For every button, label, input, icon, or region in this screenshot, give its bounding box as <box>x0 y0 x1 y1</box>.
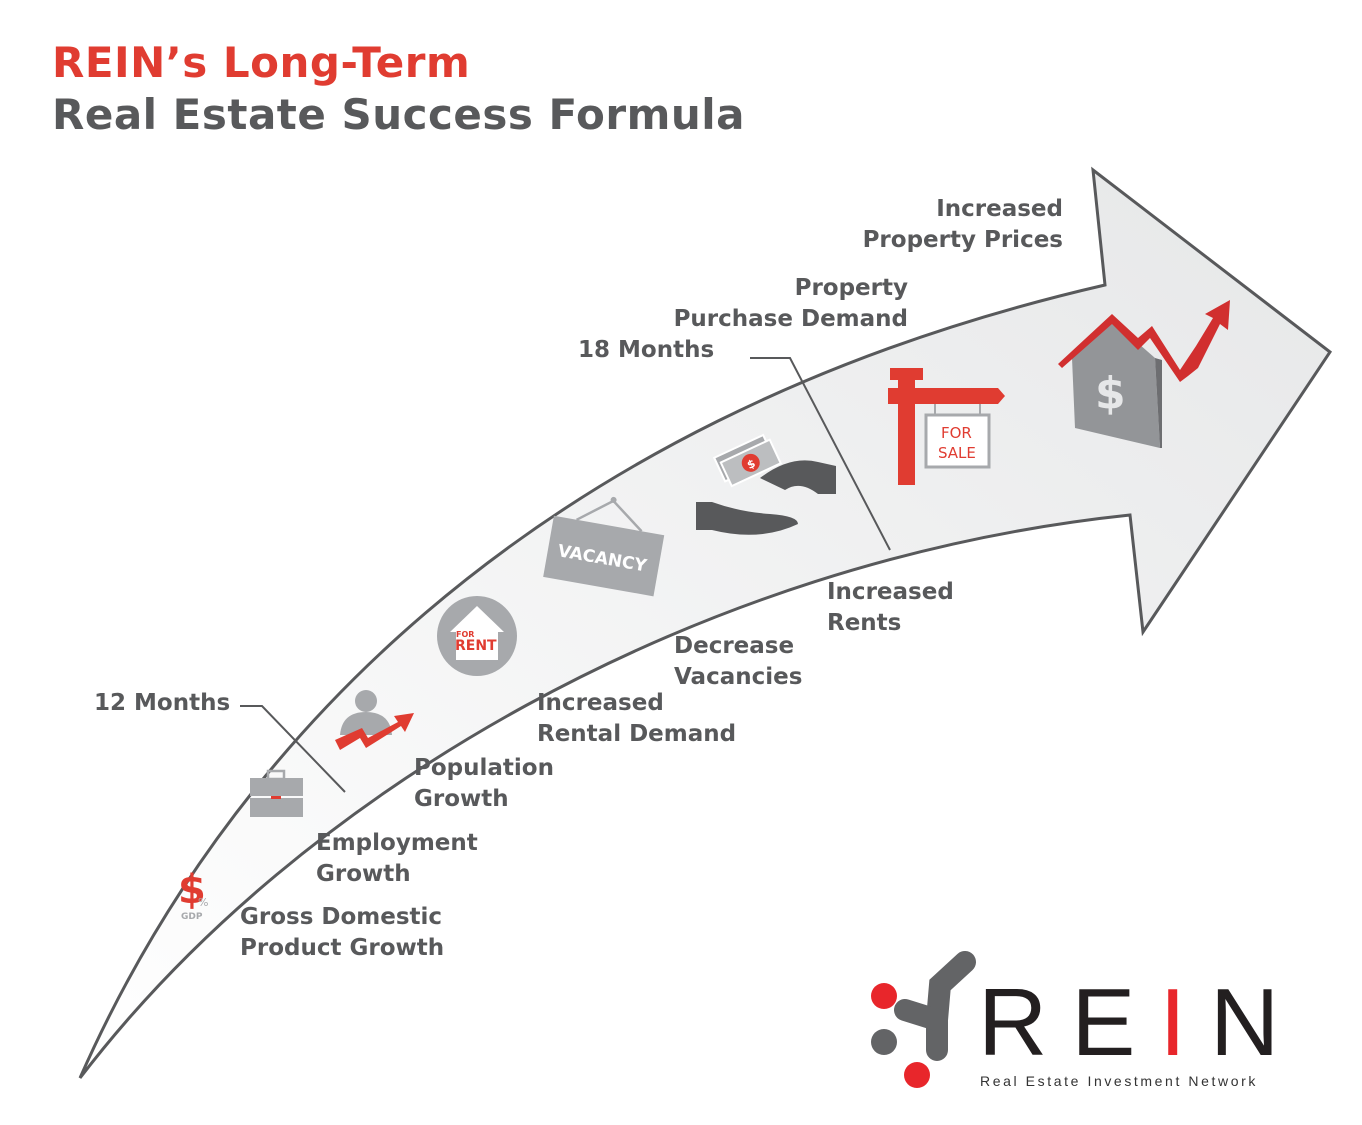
svg-text:$: $ <box>178 867 206 913</box>
stage-label-increased-rents: Increased Rents <box>827 577 954 639</box>
milestone-18-months: 18 Months <box>578 337 715 363</box>
logo-letter: N <box>1210 969 1304 1076</box>
dollar-gdp-icon: $ % GDP <box>178 867 208 922</box>
title-line-2: Real Estate Success Formula <box>52 90 745 139</box>
svg-text:SALE: SALE <box>938 444 976 462</box>
svg-text:%: % <box>198 896 208 909</box>
label-line: Increased <box>827 579 954 605</box>
logo-letter: I <box>1159 969 1211 1076</box>
label-line: Increased <box>936 196 1063 222</box>
stage-label-property-prices: Increased Property Prices <box>820 194 1063 256</box>
label-line: Rents <box>827 610 902 636</box>
stage-label-rental-demand: Increased Rental Demand <box>537 688 736 750</box>
label-line: Rental Demand <box>537 721 737 747</box>
person-growth-icon <box>335 690 414 750</box>
stage-label-employment: Employment Growth <box>316 828 478 890</box>
title-line-1: REIN’s Long-Term <box>52 38 471 87</box>
for-sale-sign-icon: FOR SALE <box>888 368 1005 485</box>
label-line: Purchase Demand <box>673 306 908 332</box>
divider-12-months <box>240 705 346 793</box>
label-line: Growth <box>414 786 509 812</box>
label-line: Vacancies <box>674 664 803 690</box>
label-line: Population <box>414 755 554 781</box>
svg-text:RENT: RENT <box>455 638 497 654</box>
stage-label-vacancies: Decrease Vacancies <box>674 631 802 693</box>
house-price-growth-icon: $ <box>1058 300 1230 448</box>
label-line: Product Growth <box>240 935 445 961</box>
svg-text:GDP: GDP <box>181 912 203 922</box>
rein-logo-subtitle: Real Estate Investment Network <box>980 1073 1258 1089</box>
stage-label-population: Population Growth <box>414 753 554 815</box>
milestone-12-months: 12 Months <box>94 690 231 716</box>
label-line: Employment <box>316 830 478 856</box>
svg-text:$: $ <box>1095 368 1126 419</box>
stage-label-purchase-demand: Property Purchase Demand <box>640 273 908 335</box>
label-line: Growth <box>316 861 411 887</box>
arrow-shape <box>78 166 1333 1079</box>
for-rent-house-icon: FOR RENT <box>437 596 517 676</box>
label-line: Property <box>794 275 908 301</box>
vacancy-sign-icon: VACANCY <box>543 496 665 597</box>
label-line: Increased <box>537 690 664 716</box>
svg-text:FOR: FOR <box>456 630 474 639</box>
money-hands-icon: $ <box>696 433 836 535</box>
logo-letter: R <box>978 969 1072 1076</box>
briefcase-icon <box>250 769 303 817</box>
label-line: Gross Domestic <box>240 904 443 930</box>
stage-label-gdp: Gross Domestic Product Growth <box>240 902 444 964</box>
label-line: Property Prices <box>862 227 1063 253</box>
rein-logo-mark <box>871 951 976 1088</box>
svg-text:FOR: FOR <box>941 424 972 442</box>
label-line: Decrease <box>674 633 795 659</box>
logo-letter: E <box>1071 969 1160 1076</box>
divider-18-months <box>750 357 891 551</box>
rein-logo-wordmark: REIN <box>978 975 1303 1071</box>
